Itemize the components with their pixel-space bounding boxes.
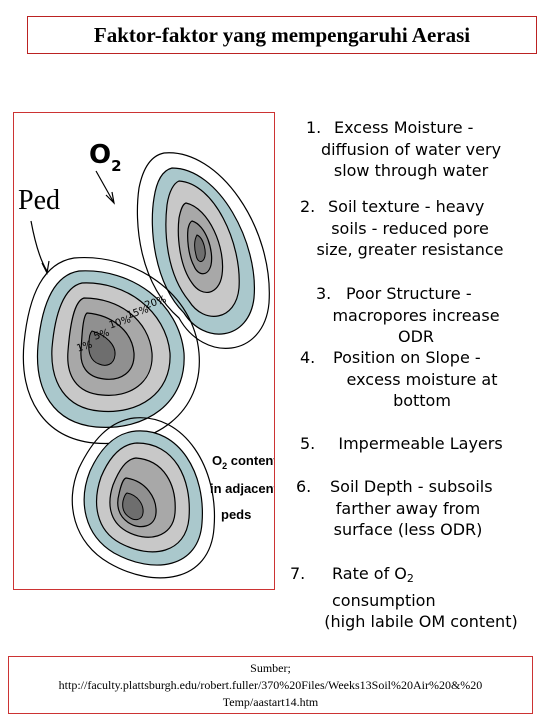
factor-2-line-2: soils - reduced pore [331, 218, 489, 238]
factor-3-line-2: macropores increase [332, 305, 500, 325]
svg-text:peds: peds [221, 507, 251, 522]
svg-text:in adjacent: in adjacent [210, 481, 274, 496]
source-url-line-1[interactable]: http://faculty.plattsburgh.edu/robert.fu… [58, 678, 483, 692]
factor-number: 2. [300, 197, 316, 216]
factor-4-line-3: bottom [393, 391, 451, 410]
factor-1-line-3: slow through water [333, 161, 489, 180]
ped-middle-left [22, 257, 200, 445]
factor-number: 1. [306, 118, 322, 137]
factor-1-line-1: Excess Moisture - [334, 118, 474, 137]
factor-6: 6. Soil Depth - subsoils farther away fr… [296, 476, 520, 541]
slide-title: Faktor-faktor yang mempengaruhi Aerasi [27, 16, 537, 54]
ped-lower [71, 417, 216, 579]
factor-number: 7. [290, 564, 306, 583]
factor-2-line-3: size, greater resistance [316, 240, 504, 259]
source-box: Sumber; http://faculty.plattsburgh.edu/r… [8, 656, 533, 714]
factor-6-line-1: Soil Depth - subsoils [330, 477, 493, 496]
factor-3-line-3: ODR [397, 327, 435, 346]
factor-1: 1. Excess Moisture - diffusion of water … [306, 117, 516, 182]
contour-label-5: 5% [93, 327, 111, 342]
factor-5-line-1: Impermeable Layers [338, 434, 503, 453]
o2-content-label: O2 content in adjacent peds [210, 453, 274, 522]
factor-5: 5. Impermeable Layers [300, 433, 520, 455]
arrows [30, 170, 115, 275]
factor-2: 2. Soil texture - heavy soils - reduced … [300, 196, 520, 261]
slide-title-text: Faktor-faktor yang mempengaruhi Aerasi [93, 22, 471, 47]
factor-number: 6. [296, 477, 312, 496]
factor-7-line-1: Rate of O2 consumption [332, 564, 436, 610]
factor-6-line-3: surface (less ODR) [333, 520, 483, 539]
factor-number: 5. [300, 434, 316, 453]
svg-text:O2 content: O2 content [212, 453, 274, 471]
factor-2-line-1: Soil texture - heavy [328, 197, 485, 216]
o2-arrowhead [105, 191, 115, 205]
ped-diagram-svg: O2 Ped 1% 5% 10% 15% 20% O2 content in a… [18, 140, 274, 579]
o2-label: O2 [89, 140, 122, 175]
ped-arrow [30, 220, 48, 272]
factor-4: 4. Position on Slope - excess moisture a… [300, 347, 520, 412]
source-url-line-2[interactable]: Temp/aastart14.htm [222, 695, 319, 709]
contour-label-1: 1% [75, 339, 93, 354]
factor-4-line-2: excess moisture at [346, 369, 498, 389]
factor-6-line-2: farther away from [335, 498, 481, 518]
factor-3-line-1: Poor Structure - [346, 284, 472, 303]
factor-7: 7. Rate of O2 consumption (high labile O… [290, 563, 522, 633]
factor-number: 3. [316, 284, 332, 303]
o2-arrow [95, 170, 115, 204]
factor-3: 3. Poor Structure - macropores increase … [316, 283, 516, 348]
ped-upper-right [136, 152, 270, 349]
ped-arrowhead [41, 260, 50, 275]
ped-diagram: O2 Ped 1% 5% 10% 15% 20% O2 content in a… [13, 112, 275, 590]
factor-7-line-2: (high labile OM content) [324, 612, 518, 631]
factor-1-line-2: diffusion of water very [320, 139, 502, 159]
factor-number: 4. [300, 348, 316, 367]
source-label: Sumber; [250, 661, 291, 675]
factor-4-line-1: Position on Slope - [333, 348, 481, 367]
ped-label: Ped [18, 185, 60, 216]
